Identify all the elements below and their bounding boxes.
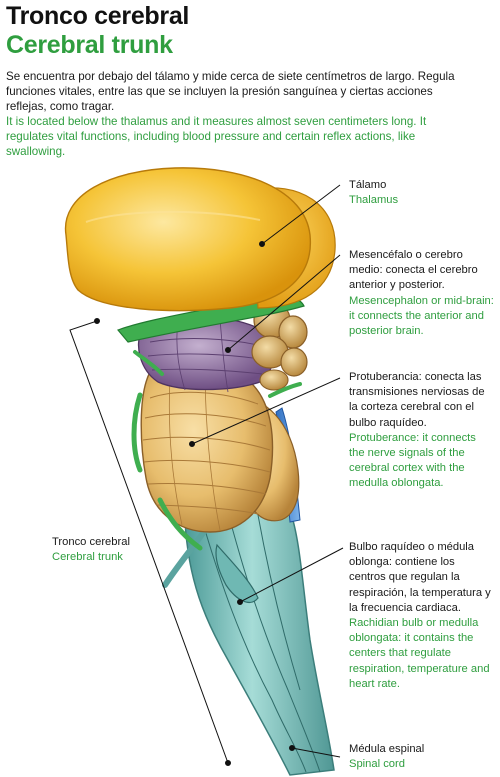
label-protuberance: Protuberancia: conecta las transmisiones… (349, 371, 485, 490)
intro-text: Se encuentra por debajo del tálamo y mid… (6, 69, 476, 159)
medulla-and-spinal-cord (162, 504, 335, 776)
thalamus (64, 167, 336, 312)
intro-spanish: Se encuentra por debajo del tálamo y mid… (6, 70, 455, 113)
label-midbrain: Mesencéfalo o cerebro medio: conecta el … (349, 249, 494, 338)
label-cerebral-trunk: Tronco cerebral Cerebral trunk (52, 536, 130, 564)
title-spanish: Tronco cerebral (6, 2, 190, 30)
leader-lines (69, 184, 344, 766)
label-medulla: Bulbo raquídeo o médula oblonga: contien… (349, 541, 491, 690)
title-english: Cerebral trunk (6, 31, 173, 59)
label-spinal-cord: Médula espinal Spinal cord (349, 743, 425, 771)
intro-english: It is located below the thalamus and it … (6, 115, 427, 158)
label-thalamus: Tálamo Thalamus (349, 179, 399, 207)
midbrain (137, 315, 274, 393)
